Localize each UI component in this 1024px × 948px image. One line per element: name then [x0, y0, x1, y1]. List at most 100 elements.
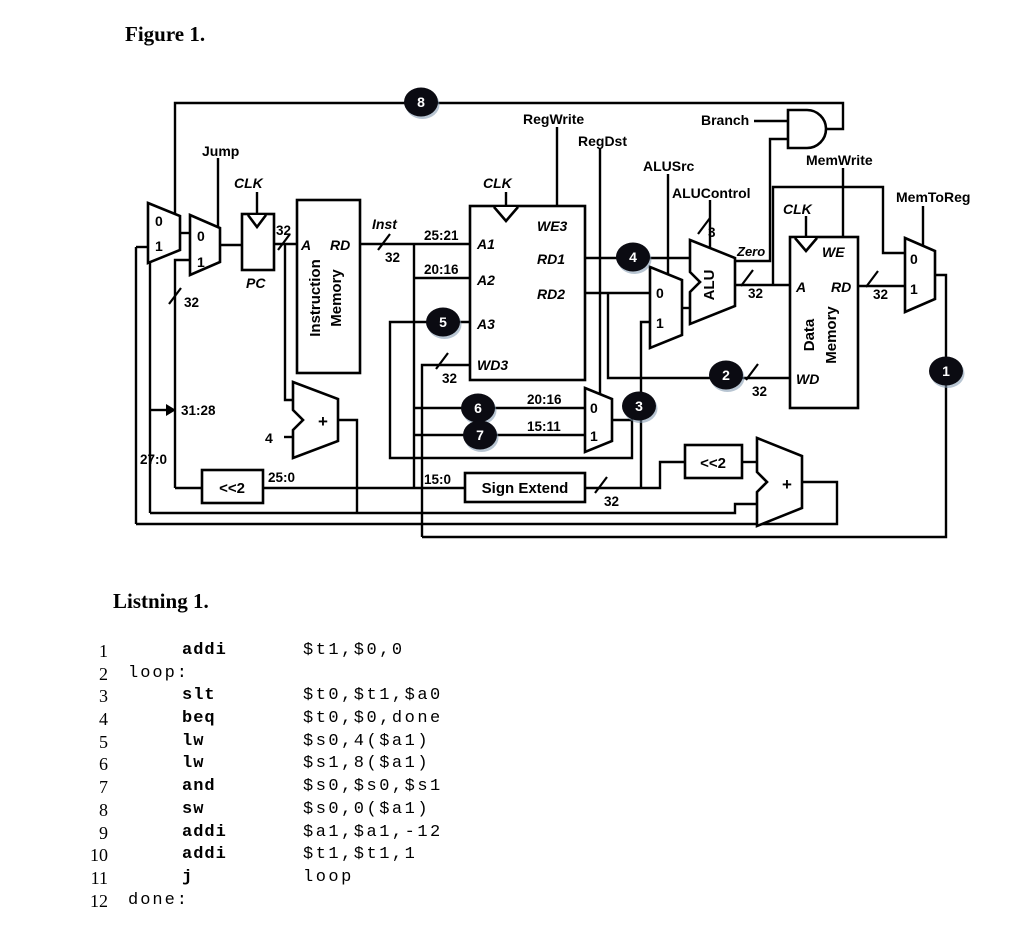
slash-wd	[745, 363, 759, 381]
marker-6: 6	[461, 393, 497, 425]
port-a1: A1	[476, 236, 495, 252]
wire-pc-to-adder	[283, 244, 293, 402]
slash-inst	[377, 233, 391, 251]
line-operands: $s0,0($a1)	[303, 799, 431, 819]
label-inst: Inst	[372, 216, 398, 232]
line-opcode: and	[182, 777, 216, 797]
slash-signextend	[594, 476, 608, 494]
slash-jump-target	[168, 287, 182, 305]
listing-row: 6 lw $s1,8($a1)	[68, 754, 628, 777]
bits-15-0: 15:0	[424, 472, 451, 487]
mux-regdst-1: 1	[590, 428, 598, 444]
wire-writeback-to-wd3	[420, 363, 470, 537]
listing-row: 3 slt $t0,$t1,$a0	[68, 686, 628, 709]
bits-20-16-a2: 20:16	[424, 262, 459, 277]
shift-left-2-jump-box	[200, 468, 265, 505]
line-operands: loop	[303, 867, 354, 887]
mux-memtoreg-1: 1	[910, 281, 918, 297]
listing-row: 11 j loop	[68, 868, 628, 891]
line-opcode: beq	[182, 709, 216, 729]
listing-row: 4 beq $t0,$0,done	[68, 709, 628, 732]
line-operands: $t1,$0,0	[303, 641, 405, 660]
arrowhead-31-28	[166, 404, 176, 416]
marker-8-dot	[404, 87, 438, 117]
marker-4: 4	[616, 242, 652, 274]
listing-row: 1 addi $t1,$0,0	[68, 641, 628, 664]
label-memwrite: MemWrite	[806, 152, 873, 168]
line-number: 6	[99, 754, 108, 775]
wire-pcplus4-adder-out	[338, 418, 359, 513]
data-memory-block	[788, 235, 860, 410]
line-opcode: lw	[182, 731, 205, 751]
bits-25-21: 25:21	[424, 228, 459, 243]
wire-jump-target-vert	[173, 258, 190, 488]
marker-1-num: 1	[942, 363, 950, 379]
datapath-diagram: Jump CLK CLK CLK RegWrite RegDst ALUSrc …	[134, 87, 970, 539]
mux-alusrc-1: 1	[656, 315, 664, 331]
wire-writeback	[422, 273, 948, 539]
label-zero: Zero	[736, 244, 765, 259]
line-number: 9	[99, 822, 108, 843]
marker-1-dot	[929, 356, 963, 386]
line-label: loop:	[128, 663, 190, 683]
line-number: 1	[99, 641, 108, 661]
port-imem-rd: RD	[330, 237, 350, 253]
label-branch: Branch	[701, 112, 749, 128]
line-operands: $t0,$t1,$a0	[303, 686, 443, 706]
branch-adder	[755, 436, 804, 528]
line-operands: $s0,$s0,$s1	[303, 777, 443, 797]
label-clk-dmem: CLK	[783, 201, 813, 217]
wires	[134, 101, 948, 539]
slash-wd3	[435, 352, 449, 370]
mux-regdst-0: 0	[590, 400, 598, 416]
label-clk-regfile: CLK	[483, 175, 513, 191]
listing-row: 5 lw $s0,4($a1)	[68, 732, 628, 755]
bits-31-28: 31:28	[181, 403, 216, 418]
port-dmem-we: WE	[822, 244, 845, 260]
imem-name-line2: Memory	[328, 269, 345, 327]
listing-row: 7 and $s0,$s0,$s1	[68, 777, 628, 800]
clk-notch-dmem	[794, 237, 818, 254]
width-alucontrol: 3	[708, 225, 716, 240]
port-a3: A3	[476, 316, 495, 332]
mux-alusrc-0: 0	[656, 285, 664, 301]
sign-extend-box	[463, 471, 587, 504]
line-number: 10	[90, 845, 108, 866]
listing-row: 12 done:	[68, 891, 628, 914]
mux-jump-0: 0	[197, 228, 205, 244]
branch-adder-plus: +	[782, 475, 792, 494]
mux-memtoreg-0: 0	[910, 251, 918, 267]
line-opcode: sw	[182, 799, 205, 819]
shift-left-2-branch-box	[683, 443, 744, 480]
shift2-branch-label: <<2	[700, 455, 726, 472]
marker-7: 7	[463, 420, 499, 452]
port-rd2: RD2	[537, 286, 565, 302]
dmem-name-line1: Data	[801, 318, 818, 351]
shift2-jump-label: <<2	[219, 480, 245, 497]
listing-row: 9 addi $a1,$a1,-12	[68, 823, 628, 846]
mux-regdst	[583, 386, 614, 454]
slash-alucontrol	[697, 217, 711, 235]
and-gate	[786, 108, 828, 150]
port-wd3: WD3	[477, 357, 508, 373]
mux-memtoreg	[903, 236, 937, 314]
line-label: done:	[128, 890, 190, 910]
listing-row: 2 loop:	[68, 664, 628, 687]
mux-pcsrc	[146, 201, 182, 265]
marker-3-num: 3	[635, 398, 643, 414]
label-pc: PC	[246, 275, 266, 291]
marker-6-dot	[461, 393, 495, 423]
label-clk-pc: CLK	[234, 175, 264, 191]
port-dmem-wd: WD	[796, 371, 819, 387]
width-jump-target: 32	[184, 295, 199, 310]
line-number: 11	[90, 867, 108, 888]
bits-20-16-mux: 20:16	[527, 392, 562, 407]
marker-5-dot	[426, 307, 460, 337]
line-opcode: lw	[182, 754, 205, 774]
listing-title: Listning 1.	[113, 589, 209, 613]
line-number: 2	[99, 663, 108, 684]
slash-dmem-rd	[865, 270, 879, 288]
marker-4-num: 4	[629, 249, 637, 265]
marker-4-dot	[616, 242, 650, 272]
